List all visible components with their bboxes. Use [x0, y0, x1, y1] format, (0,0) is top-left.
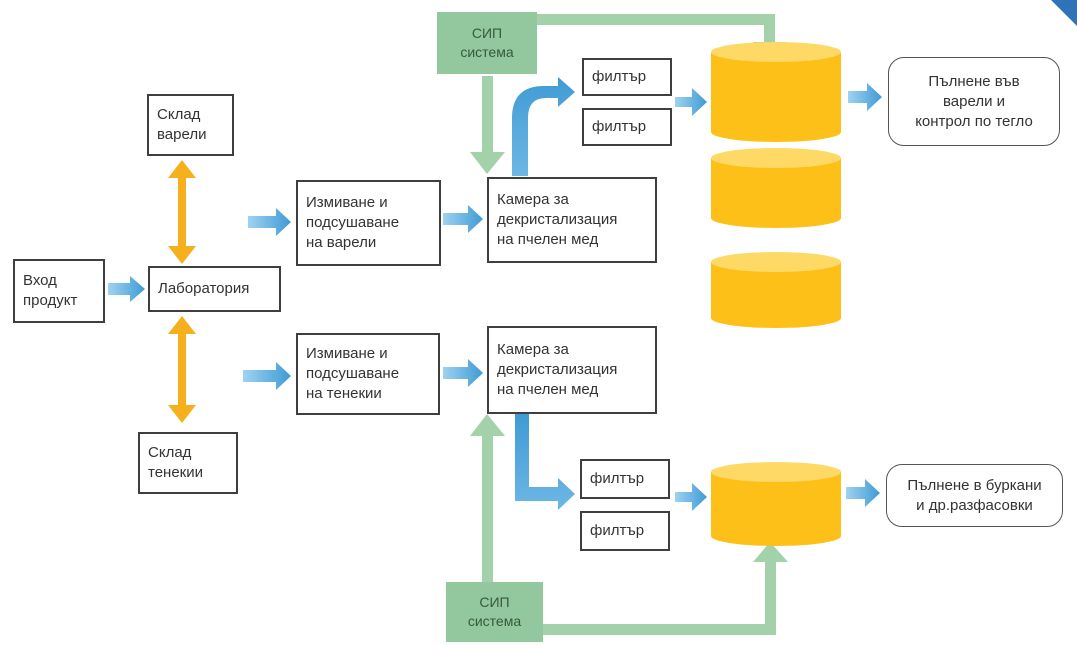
node-barrel-storage: Склад варели [147, 94, 234, 156]
arrow-wash-barrels-to-chamber [443, 205, 483, 233]
arrow-tank-to-fill-jars [846, 479, 880, 507]
double-arrow-barrel-storage [168, 160, 196, 264]
arrow-tank-to-fill-barrels [848, 83, 882, 111]
node-filter-bottom-2: филтър [580, 511, 670, 551]
node-laboratory-label: Лаборатория [158, 280, 250, 297]
double-arrow-tin-storage [168, 316, 196, 423]
node-chamber-top: Камера за декристализация на пчелен мед [487, 177, 657, 263]
node-wash-tins: Измиване и подсушаване на тенекии [296, 333, 440, 415]
arrow-filters-bottom-to-tank [675, 483, 707, 511]
node-filter-top-2: филтър [582, 108, 672, 146]
node-chamber-bottom: Камера за декристализация на пчелен мед [487, 326, 657, 414]
cip-bottom-pipe-horizontal [540, 624, 776, 635]
arrow-chamber-top-to-filters [512, 77, 575, 176]
arrow-to-wash-barrels [248, 208, 291, 236]
tank-bottom-active [711, 462, 841, 546]
tank-middle [711, 148, 841, 228]
node-chamber-top-label: Камера за декристализация на пчелен мед [497, 191, 618, 248]
cip-bottom-arrowhead-chamber [470, 414, 505, 436]
arrow-wash-tins-to-chamber [443, 359, 483, 387]
node-filter-bottom-1-label: филтър [590, 470, 645, 487]
node-cip-top-label: СИП система [460, 25, 514, 60]
arrow-input-to-laboratory [108, 276, 145, 302]
cip-top-arrowhead-chamber [470, 152, 505, 174]
node-fill-jars: Пълнене в буркани и др.разфасовки [886, 464, 1063, 527]
corner-accent-shape [1051, 0, 1077, 26]
node-tin-storage-label: Склад тенекии [148, 444, 203, 481]
node-filter-bottom-2-label: филтър [590, 522, 645, 539]
arrow-chamber-bottom-to-filters [515, 414, 575, 510]
node-fill-barrels: Пълнене във варели и контрол по тегло [888, 57, 1060, 146]
node-tin-storage: Склад тенекии [138, 432, 238, 494]
flow-arrows [108, 77, 882, 511]
arrow-filters-top-to-tank [675, 88, 707, 116]
node-filter-top-2-label: филтър [592, 118, 647, 135]
node-cip-bottom-label: СИП система [467, 594, 522, 629]
node-input-product-label: Вход продукт [23, 272, 78, 309]
node-filter-top-1-label: филтър [592, 68, 647, 85]
arrow-to-wash-tins [243, 362, 291, 390]
node-laboratory: Лаборатория [148, 266, 281, 312]
cip-bottom-pipe-up-to-tank [765, 560, 776, 635]
node-barrel-storage-label: Склад варели [157, 106, 207, 143]
tank-top-active [711, 42, 841, 142]
node-wash-barrels: Измиване и подсушаване на варели [296, 180, 441, 266]
cip-bottom-arrowhead-tank [753, 542, 788, 562]
storage-double-arrows [168, 160, 196, 423]
cip-top-pipe-down-to-chamber [482, 76, 493, 156]
node-cip-bottom: СИП система [446, 582, 543, 642]
cip-top-pipe-down-to-tank [764, 14, 775, 44]
cip-top-pipe-horizontal [490, 14, 775, 25]
node-filter-bottom-1: филтър [580, 459, 670, 499]
node-input-product: Вход продукт [13, 259, 105, 323]
node-cip-top: СИП система [437, 12, 537, 74]
node-fill-jars-label: Пълнене в буркани и др.разфасовки [907, 476, 1042, 514]
storage-tanks [711, 42, 841, 546]
node-wash-barrels-label: Измиване и подсушаване на варели [306, 194, 400, 251]
tank-lower [711, 252, 841, 328]
node-filter-top-1: филтър [582, 58, 672, 96]
node-wash-tins-label: Измиване и подсушаване на тенекии [306, 345, 400, 402]
cip-bottom-pipe-up-to-chamber [482, 432, 493, 582]
node-fill-barrels-label: Пълнене във варели и контрол по тегло [915, 72, 1033, 130]
node-chamber-bottom-label: Камера за декристализация на пчелен мед [497, 341, 618, 398]
